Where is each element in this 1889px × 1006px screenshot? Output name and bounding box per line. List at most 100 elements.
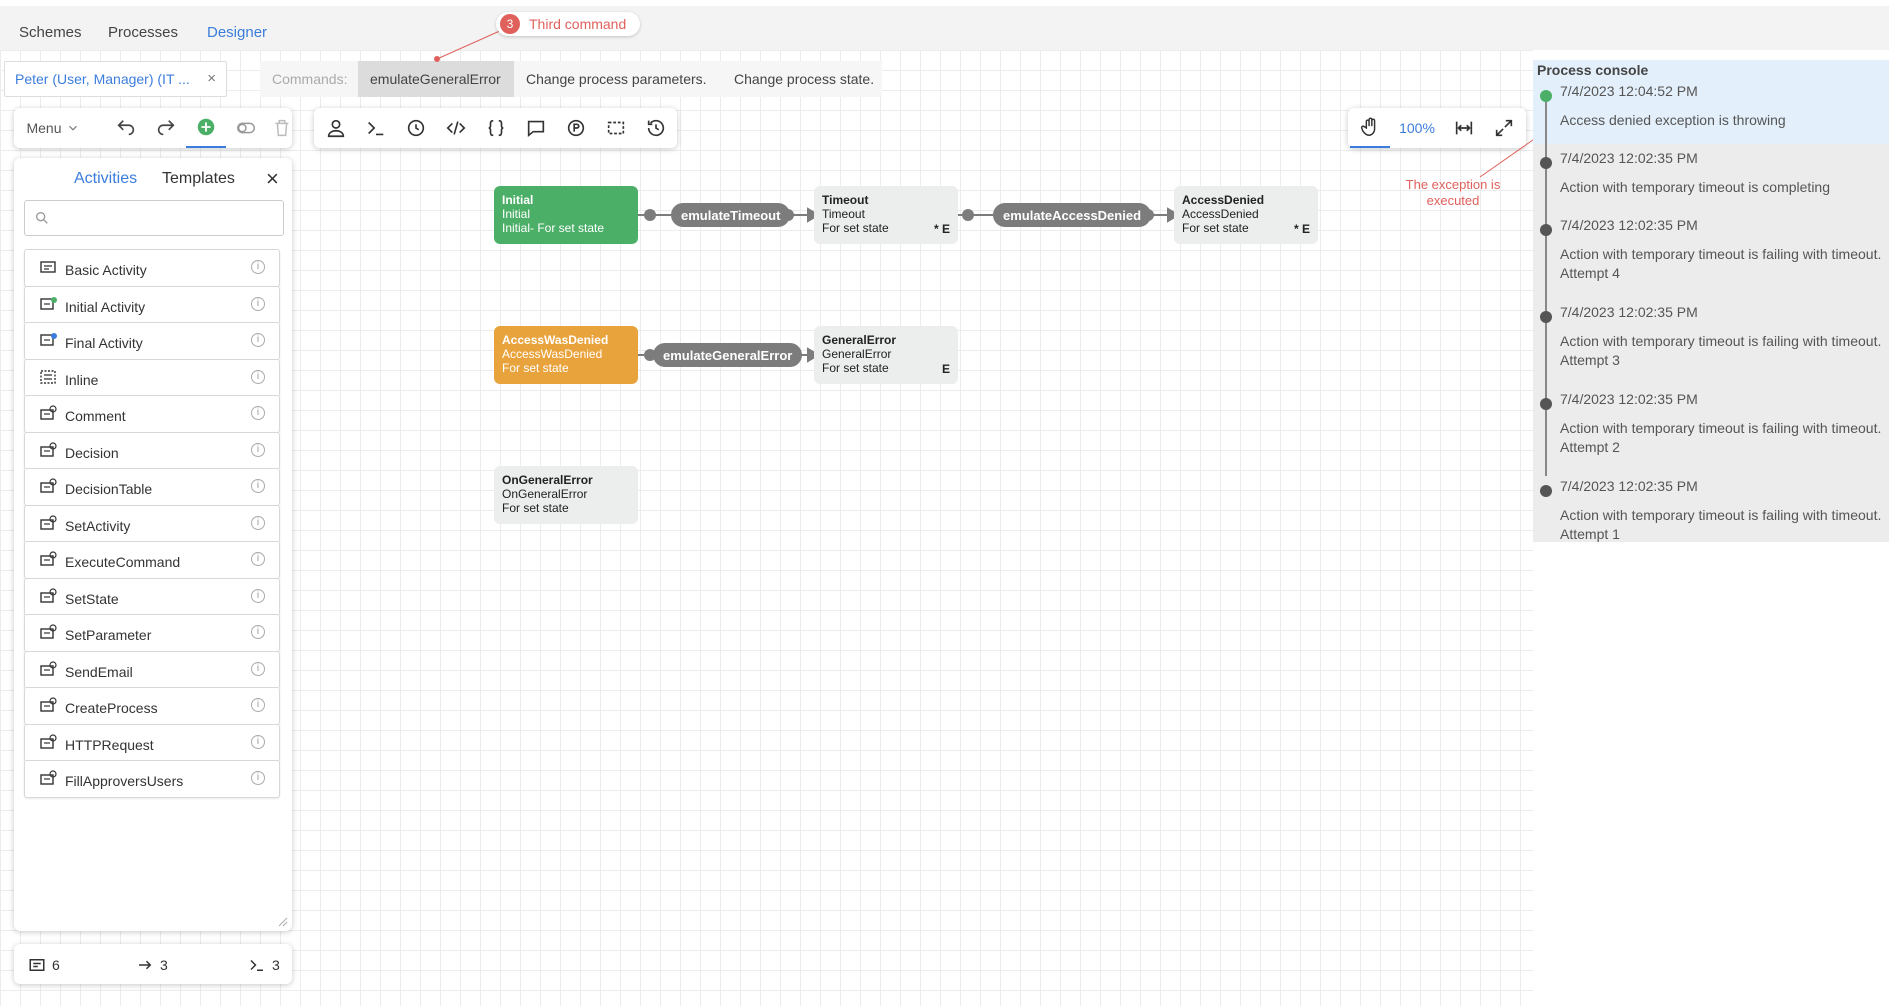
command-change-process-parameters[interactable]: Change process parameters. <box>514 61 722 97</box>
info-icon[interactable]: i <box>251 588 265 603</box>
search-icon <box>36 212 48 224</box>
activity-item-label: CreateProcess <box>65 700 158 716</box>
activity-initial[interactable]: Initial Initial Initial- For set state <box>494 186 638 244</box>
resize-handle-icon[interactable] <box>278 917 288 927</box>
tab-templates[interactable]: Templates <box>162 170 235 187</box>
process-parameters-button[interactable] <box>556 108 596 148</box>
activity-item-label: SetActivity <box>65 517 131 534</box>
info-icon[interactable]: i <box>251 333 265 347</box>
close-icon[interactable]: × <box>207 70 216 87</box>
close-panel-icon[interactable]: × <box>266 166 279 191</box>
info-icon[interactable]: i <box>251 515 265 530</box>
transition-command-pill[interactable]: emulateTimeout <box>671 203 791 227</box>
user-tab[interactable]: Peter (User, Manager) (IT ... × <box>4 61 227 97</box>
custom-activity-icon <box>39 478 57 494</box>
code-actions-button[interactable] <box>436 108 476 148</box>
activity-item-set-activity[interactable]: SetActivity i <box>24 504 280 543</box>
custom-activity-icon <box>39 660 57 677</box>
zoom-level[interactable]: 100% <box>1399 120 1435 136</box>
localization-button[interactable] <box>516 108 556 148</box>
console-entry-time: 7/4/2023 12:02:35 PM <box>1560 150 1698 166</box>
activity-icon <box>39 369 57 385</box>
info-icon[interactable]: i <box>251 479 265 493</box>
actor-button[interactable] <box>316 108 356 148</box>
custom-activity-icon <box>39 770 57 786</box>
custom-activity-icon <box>39 624 57 640</box>
info-icon[interactable]: i <box>251 369 265 384</box>
info-icon[interactable]: i <box>251 552 265 566</box>
undo-button[interactable] <box>106 108 146 148</box>
add-activity-button[interactable] <box>186 108 226 148</box>
menu-button[interactable]: Menu <box>18 108 88 148</box>
comment-icon <box>527 120 545 138</box>
activity-icon <box>39 259 57 275</box>
info-icon[interactable]: i <box>251 661 265 676</box>
console-entry-marker <box>1540 157 1552 169</box>
braces-icon <box>488 119 504 137</box>
toggle-button[interactable] <box>226 108 266 148</box>
custom-activity-icon <box>39 405 57 421</box>
activity-access-denied[interactable]: AccessDenied AccessDenied For set state … <box>1174 186 1318 244</box>
activity-general-error[interactable]: GeneralError GeneralError For set state … <box>814 326 958 384</box>
activity-item-label: SetParameter <box>65 627 152 643</box>
nav-schemes[interactable]: Schemes <box>19 24 82 41</box>
info-icon[interactable]: i <box>251 771 265 785</box>
timer-button[interactable] <box>396 108 436 148</box>
transitions-count: 3 <box>136 956 168 974</box>
activity-item-send-email[interactable]: SendEmail i <box>24 650 280 689</box>
console-entry-message: Action with temporary timeout is complet… <box>1560 179 1830 195</box>
info-icon[interactable]: i <box>251 296 265 311</box>
toggle-icon <box>237 122 255 134</box>
activity-item-label: Decision <box>65 444 119 461</box>
activity-timeout[interactable]: Timeout Timeout For set state * E <box>814 186 958 244</box>
activity-flags: E <box>941 362 950 376</box>
nav-processes[interactable]: Processes <box>108 24 179 41</box>
info-icon[interactable]: i <box>251 734 265 749</box>
commands-count-value: 3 <box>272 957 280 973</box>
tab-activities[interactable]: Activities <box>74 170 138 187</box>
commands-count: 3 <box>248 956 280 974</box>
annotation-badge: 3 <box>500 14 520 34</box>
info-icon[interactable]: i <box>251 625 265 639</box>
info-icon[interactable]: i <box>251 406 265 420</box>
activities-count-value: 6 <box>52 957 60 973</box>
transition-command-pill[interactable]: emulateGeneralError <box>653 343 803 367</box>
command-button[interactable] <box>356 108 396 148</box>
nav-designer[interactable]: Designer <box>207 24 268 41</box>
info-icon[interactable]: i <box>251 698 265 712</box>
activity-on-general-error[interactable]: OnGeneralError OnGeneralError For set st… <box>494 466 638 524</box>
activity-item-set-parameter[interactable]: SetParameter i <box>24 614 280 652</box>
selection-button[interactable] <box>596 108 636 148</box>
activity-search-input[interactable] <box>24 200 284 236</box>
command-change-process-state[interactable]: Change process state. <box>722 61 882 97</box>
fit-width-button[interactable] <box>1444 108 1484 148</box>
activity-item-decision[interactable]: Decision i <box>24 431 280 470</box>
fullscreen-button[interactable] <box>1484 108 1524 148</box>
parameters-button[interactable] <box>476 108 516 148</box>
redo-button[interactable] <box>146 108 186 148</box>
info-icon[interactable]: i <box>251 260 265 274</box>
arrow-right-icon <box>139 960 152 970</box>
activity-item-label: SendEmail <box>65 663 133 680</box>
pan-button[interactable] <box>1350 108 1390 148</box>
activity-access-was-denied[interactable]: AccessWasDenied AccessWasDenied For set … <box>494 326 638 384</box>
code-icon <box>446 121 466 135</box>
info-icon[interactable]: i <box>251 442 265 457</box>
activity-item-create-process[interactable]: CreateProcess i <box>24 687 280 725</box>
transition-command-pill[interactable]: emulateAccessDenied <box>993 203 1152 227</box>
delete-button[interactable] <box>262 108 302 148</box>
plus-circle-icon <box>197 118 215 136</box>
history-button[interactable] <box>636 108 676 148</box>
activity-item-comment[interactable]: Comment i <box>24 395 280 433</box>
activity-item-label: Comment <box>65 408 126 424</box>
command-emulate-general-error[interactable]: emulateGeneralError <box>358 61 514 97</box>
